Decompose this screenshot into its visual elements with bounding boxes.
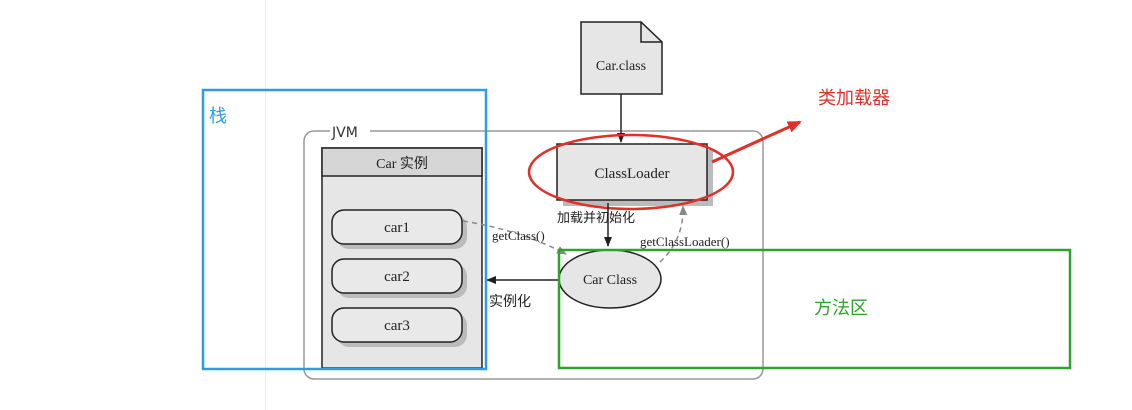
classloader-box: ClassLoader (556, 143, 713, 206)
instance-car3: car3 (331, 307, 467, 347)
jvm-boundary (303, 130, 764, 380)
stack-label: 栈 (209, 106, 227, 127)
instantiate-label: 实例化 (489, 294, 531, 310)
instance-car2: car2 (331, 258, 467, 298)
classloader-callout-arrow (711, 120, 802, 164)
arrow-getclassloader (659, 205, 688, 263)
instance-panel-header (321, 147, 483, 177)
getclass-label: getClass() (492, 228, 545, 243)
classloader-annotation: 类加载器 (818, 88, 890, 109)
stack-region (201, 88, 488, 371)
page-divider (265, 0, 266, 410)
classloader-label: ClassLoader (595, 166, 670, 182)
classloader-highlight (527, 133, 735, 211)
car-class-label: Car Class (583, 273, 637, 288)
instance-panel-title: Car 实例 (376, 156, 428, 172)
load-init-label: 加载并初始化 (557, 211, 635, 226)
instance-car1-label: car1 (384, 220, 410, 236)
method-area-label: 方法区 (814, 298, 868, 319)
jvm-label: JVM (331, 125, 358, 141)
instance-car1: car1 (331, 209, 467, 249)
method-area-region (557, 248, 1072, 370)
class-file-label: Car.class (596, 59, 646, 74)
car-class-node: Car Class (558, 249, 662, 309)
instance-car3-label: car3 (384, 318, 410, 334)
getclassloader-label: getClassLoader() (640, 234, 730, 249)
arrow-getclass (462, 220, 567, 255)
class-file-icon: Car.class (580, 21, 663, 95)
instance-car2-label: car2 (384, 269, 410, 285)
